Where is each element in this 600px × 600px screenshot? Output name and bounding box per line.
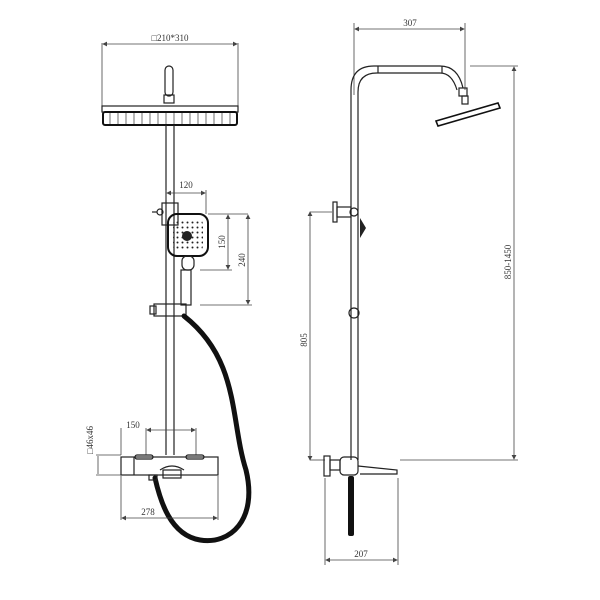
dim-handshower-total-height: 240 (237, 253, 247, 267)
dim-handshower-width: 120 (179, 180, 193, 190)
thermostatic-valve (120, 454, 219, 481)
dim-head-size: □210*310 (152, 33, 189, 43)
side-view: 307 850-1450 805 (299, 18, 518, 565)
front-view: □210*310 (85, 33, 252, 544)
head-arm (164, 65, 174, 97)
rain-head-side (434, 102, 502, 127)
rain-head (101, 105, 239, 126)
dim-valve-to-bracket: 805 (299, 333, 309, 347)
dim-height-range: 850-1450 (503, 244, 513, 279)
hand-shower (167, 213, 209, 306)
dim-handshower-head-height: 150 (217, 235, 227, 249)
dim-valve-width: 278 (141, 507, 155, 517)
valve-side (323, 455, 398, 536)
dim-valve-centers: 150 (126, 420, 140, 430)
dim-valve-section: □46x46 (85, 426, 95, 454)
hose-side (348, 476, 354, 536)
shower-hose (152, 313, 252, 544)
dim-arm-reach: 307 (403, 18, 417, 28)
dim-spout-projection: 207 (354, 549, 368, 559)
